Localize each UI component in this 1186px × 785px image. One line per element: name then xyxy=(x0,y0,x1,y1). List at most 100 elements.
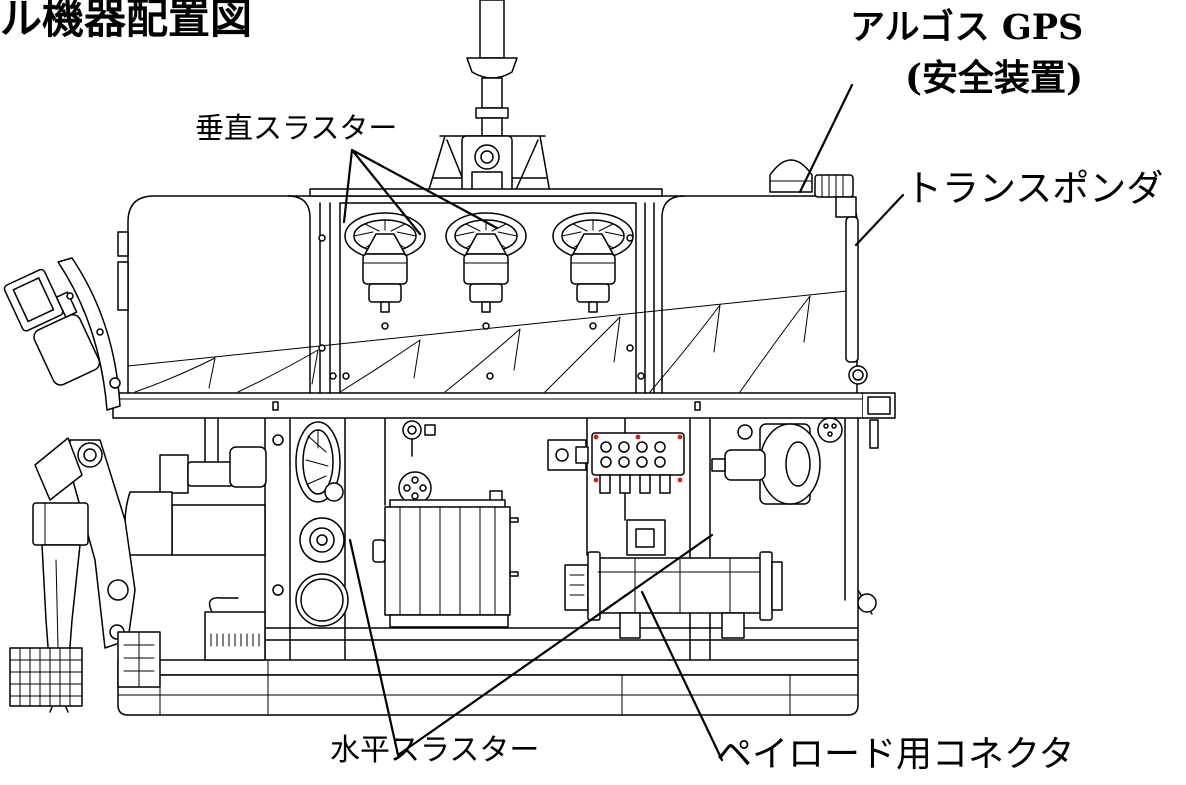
horizontal-thruster-left xyxy=(295,421,344,503)
marker-dot xyxy=(635,434,641,440)
hull-right-panel-edge xyxy=(661,195,685,394)
pulley-bolt xyxy=(827,431,833,437)
side-connector-plug xyxy=(575,446,589,464)
payload-leg xyxy=(619,612,641,639)
marker-dot xyxy=(677,434,683,440)
lamp-head xyxy=(124,491,173,556)
junction-port xyxy=(636,456,648,468)
hull-graphic xyxy=(127,289,858,393)
hull-stripe xyxy=(127,289,858,367)
payload-connector-housing xyxy=(564,519,783,639)
housing-base-rail xyxy=(389,614,509,628)
junction-port xyxy=(654,441,666,453)
light-body xyxy=(159,454,189,494)
bracket-bolt xyxy=(96,328,104,336)
camera-lens xyxy=(474,144,500,170)
beam-marker xyxy=(694,401,701,411)
payload-end-cap xyxy=(771,561,783,611)
port-cover-large xyxy=(295,573,349,627)
hanging-connector xyxy=(659,474,671,494)
propeller-blades xyxy=(305,429,329,485)
bolt xyxy=(589,322,597,330)
hull-left-panel-edge xyxy=(287,195,311,394)
marker-dot xyxy=(593,434,599,440)
connector-pin xyxy=(419,484,427,492)
hanging-connector xyxy=(619,474,631,494)
hull-top-plate xyxy=(309,188,663,197)
camera-lens-window xyxy=(12,277,55,323)
sensor-body xyxy=(402,420,422,440)
camera-head xyxy=(3,268,101,386)
junction-box xyxy=(591,432,685,476)
frame-bolt xyxy=(272,584,284,596)
payload-right-flange xyxy=(759,551,773,621)
connector-panel xyxy=(204,597,266,661)
frame-bolt xyxy=(272,434,284,446)
bolt xyxy=(318,234,326,242)
argos-gps-label: アルゴス GPS xyxy=(850,7,1084,48)
junction-port xyxy=(618,456,630,468)
thruster-mount xyxy=(737,424,753,440)
valve-body xyxy=(857,593,877,613)
mast-flange xyxy=(466,57,518,79)
mast-upper-tube xyxy=(479,0,505,59)
mast xyxy=(466,0,518,137)
side-connector-port xyxy=(555,448,569,462)
electronics-housing xyxy=(372,471,519,628)
camera-mount xyxy=(55,291,78,318)
bolt xyxy=(318,344,326,352)
thruster-motor xyxy=(724,449,766,481)
junction-port xyxy=(636,441,648,453)
thruster-shroud xyxy=(759,423,821,505)
bolt xyxy=(637,372,645,380)
junction-port xyxy=(618,441,630,453)
transponder xyxy=(814,174,859,363)
bracket-pivot xyxy=(109,377,121,389)
payload-inner-lines xyxy=(597,557,761,614)
bolt xyxy=(626,234,634,242)
junction-port xyxy=(600,441,612,453)
bracket-bolt xyxy=(66,292,74,300)
skid xyxy=(117,659,859,716)
transponder-knob xyxy=(814,174,854,198)
mast-stand xyxy=(427,135,551,194)
arm-wrist-box xyxy=(32,502,89,546)
horizontal-thruster-leader xyxy=(348,533,714,757)
argos-gps-leader xyxy=(798,83,854,194)
lifting-eye-inner xyxy=(852,369,864,381)
vertical-thruster-label: 垂直スラスター xyxy=(195,111,398,145)
side-valve xyxy=(857,589,877,615)
camera-light-body xyxy=(33,313,101,386)
connector-block xyxy=(547,432,685,494)
panel-pins xyxy=(210,633,260,647)
sensor-center xyxy=(407,425,417,435)
argos-gps xyxy=(769,159,813,193)
beam-end-box xyxy=(867,396,891,415)
bolt xyxy=(482,322,490,330)
hull-frame-posts xyxy=(319,202,655,394)
housing-pin xyxy=(509,517,519,523)
horizontal-thruster-label: 水平スラスター xyxy=(330,733,540,768)
arm-base xyxy=(9,631,161,707)
payload-connector-label: ペイロード用コネクタ xyxy=(716,734,1075,775)
thruster-hub xyxy=(785,441,811,487)
knob-knurling xyxy=(821,174,844,198)
lamp-cylinder xyxy=(171,504,266,556)
bolt xyxy=(342,372,350,380)
vertical-thruster-leader xyxy=(342,148,499,236)
hull-latch-upper xyxy=(117,231,129,257)
bolt xyxy=(486,372,494,380)
payload-top-window xyxy=(635,528,655,548)
payload-top-box xyxy=(626,519,666,556)
payload-leg xyxy=(721,612,745,639)
mast-collar xyxy=(475,107,509,119)
arm-base-box xyxy=(9,647,83,707)
page-title: ル機器配置図 xyxy=(0,0,253,43)
camera-light xyxy=(106,446,267,564)
payload-end-lines xyxy=(569,574,585,596)
arm-shoulder-pin xyxy=(83,448,97,462)
payload-end-connectors xyxy=(564,564,589,611)
arm-connector-lines xyxy=(123,631,155,688)
beam-end-bracket xyxy=(862,392,896,419)
